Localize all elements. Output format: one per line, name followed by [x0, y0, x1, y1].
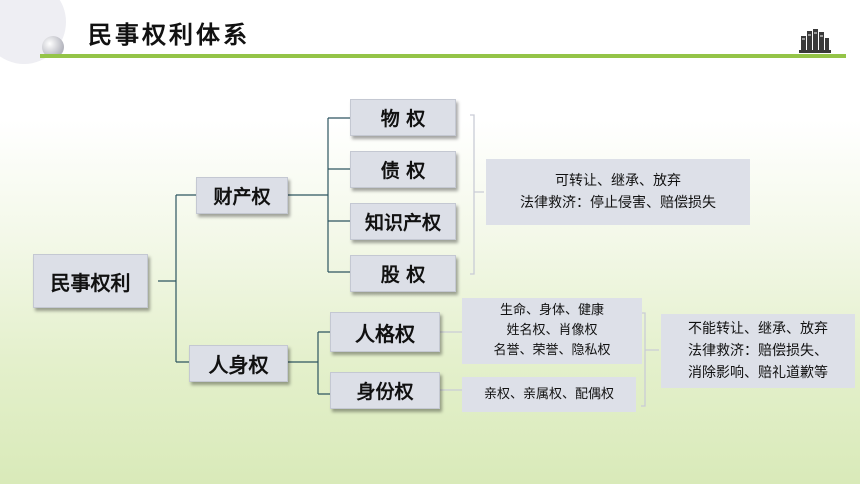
- personality-note-line: 姓名权、肖像权: [506, 323, 598, 338]
- bracket-personal: [641, 312, 659, 407]
- root-node: 民事权利: [33, 254, 148, 308]
- personality-note-line: 名誉、荣誉、隐私权: [493, 343, 611, 358]
- personality-right-label: 人格权: [355, 321, 415, 346]
- decorative-circle-small: [42, 36, 64, 58]
- title-underline: [40, 54, 846, 58]
- property-note: 可转让、继承、放弃 法律救济：停止侵害、赔偿损失: [486, 159, 750, 225]
- connector-property: [288, 117, 350, 273]
- books-icon: [799, 29, 831, 53]
- personality-note-line: 生命、身体、健康: [499, 303, 604, 318]
- personal-rights-note: 不能转让、继承、放弃 法律救济：赔偿损失、 消除影响、赔礼道歉等: [661, 314, 855, 388]
- property-rights-label: 财产权: [213, 186, 271, 208]
- personality-note: 生命、身体、健康 姓名权、肖像权 名誉、荣誉、隐私权: [462, 298, 642, 364]
- personal-rights-note-line: 不能转让、继承、放弃: [688, 321, 828, 337]
- personal-rights-note-line: 消除影响、赔礼道歉等: [688, 365, 828, 381]
- equity-node: 股 权: [350, 255, 456, 292]
- intellectual-property-node: 知识产权: [350, 203, 456, 240]
- personal-rights-label: 人身权: [208, 353, 269, 377]
- status-note-line: 亲权、亲属权、配偶权: [483, 387, 614, 402]
- bracket-property: [470, 114, 484, 275]
- page-title: 民事权利体系: [88, 20, 250, 49]
- connector-personal: [288, 331, 330, 395]
- property-note-line: 可转让、继承、放弃: [555, 173, 681, 189]
- property-note-line: 法律救济：停止侵害、赔偿损失: [520, 195, 716, 211]
- creditor-right-node: 债 权: [350, 151, 456, 188]
- status-note: 亲权、亲属权、配偶权: [462, 377, 636, 412]
- personal-rights-note-line: 法律救济：赔偿损失、: [688, 343, 828, 359]
- real-right-node: 物 权: [350, 99, 456, 136]
- connector-root: [158, 194, 196, 363]
- creditor-right-label: 债 权: [380, 160, 426, 182]
- real-right-label: 物 权: [380, 108, 426, 130]
- personality-right-node: 人格权: [330, 312, 440, 352]
- status-right-label: 身份权: [356, 381, 414, 403]
- intellectual-property-label: 知识产权: [364, 212, 441, 234]
- property-rights-node: 财产权: [196, 177, 288, 214]
- status-right-node: 身份权: [330, 372, 440, 409]
- root-label: 民事权利: [50, 270, 131, 295]
- personal-rights-node: 人身权: [189, 345, 288, 382]
- equity-label: 股 权: [380, 264, 426, 286]
